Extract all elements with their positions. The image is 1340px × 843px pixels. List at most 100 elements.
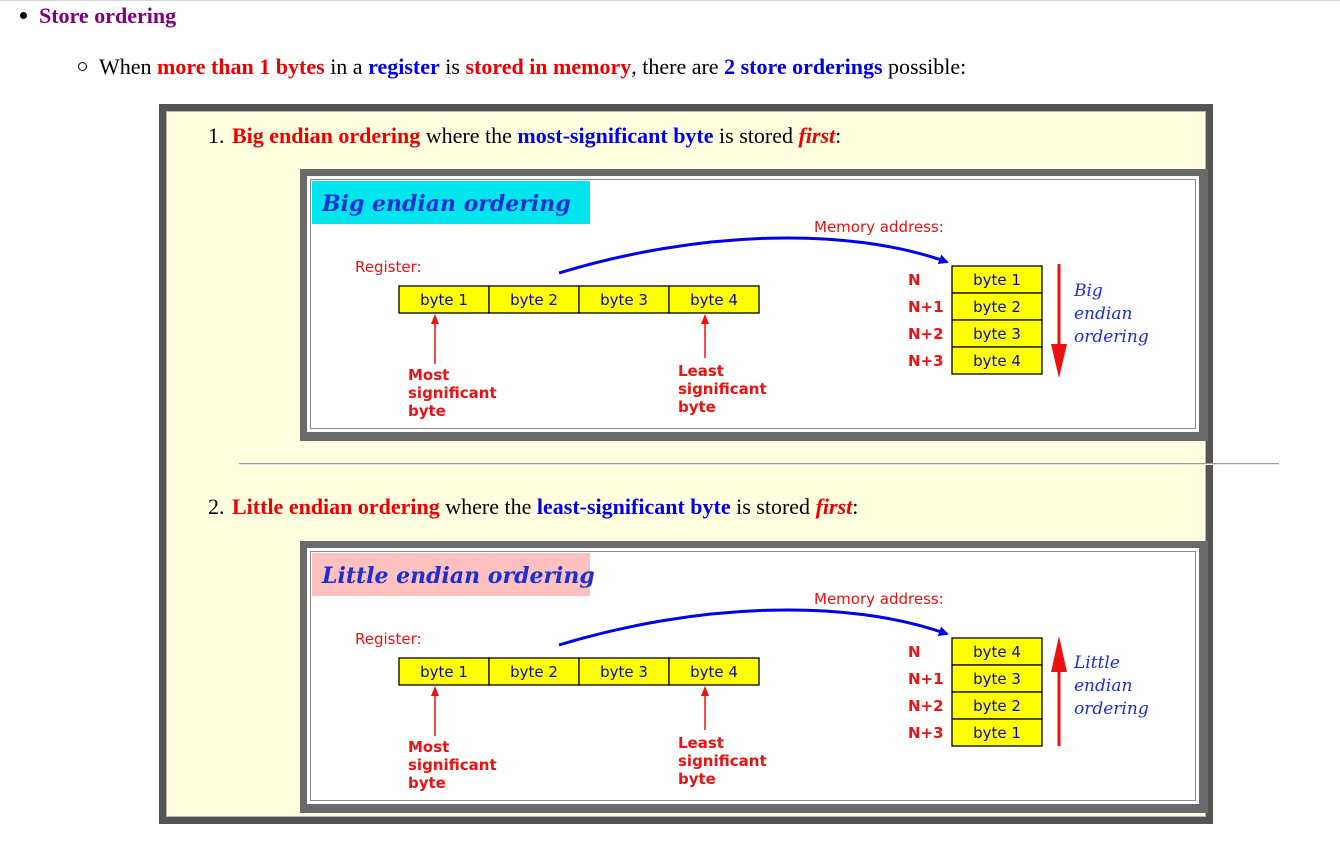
item-number: 1. bbox=[208, 123, 225, 148]
bullet-dot bbox=[20, 12, 27, 19]
register-byte: byte 2 bbox=[510, 291, 558, 309]
memory-cell bbox=[951, 664, 1043, 693]
item-name: Little endian ordering bbox=[232, 494, 440, 519]
section-divider bbox=[239, 463, 1279, 465]
register-byte: byte 2 bbox=[510, 663, 558, 681]
register-byte: byte 4 bbox=[690, 291, 738, 309]
memory-address: N bbox=[908, 643, 921, 661]
memory-cell bbox=[951, 319, 1043, 348]
ordering-label-line: ordering bbox=[1074, 327, 1149, 347]
lsb-label-line: significant bbox=[678, 752, 767, 770]
order-arrowhead bbox=[1051, 636, 1067, 672]
intro-text-4: , there are bbox=[631, 54, 725, 79]
store-arrow bbox=[558, 236, 949, 275]
intro-emphasis-orderings: 2 store orderings bbox=[724, 54, 883, 79]
register-cell bbox=[668, 657, 760, 686]
diagram-title: Little endian ordering bbox=[321, 563, 595, 589]
memory-address-label: Memory address: bbox=[814, 218, 944, 236]
item-first: first bbox=[815, 494, 853, 519]
intro-text-3: is bbox=[439, 54, 466, 79]
memory-byte: byte 2 bbox=[973, 697, 1021, 715]
memory-address: N bbox=[908, 271, 921, 289]
register-byte: byte 3 bbox=[600, 663, 648, 681]
msb-label-line: Most bbox=[408, 738, 449, 756]
item-significant: most-significant byte bbox=[517, 123, 714, 148]
register-cell bbox=[578, 657, 670, 686]
circle-bullet bbox=[78, 62, 87, 71]
item-colon: : bbox=[835, 123, 842, 148]
memory-address: N+3 bbox=[908, 352, 944, 370]
orderings-box-inner: 1. Big endian ordering where the most-sig… bbox=[166, 111, 1279, 817]
memory-address: N+2 bbox=[908, 325, 944, 343]
ordering-item-little-endian: 2.Little endian ordering where the least… bbox=[208, 493, 858, 521]
ordering-label-line: endian bbox=[1074, 676, 1132, 696]
memory-address-label: Memory address: bbox=[814, 590, 944, 608]
msb-arrowhead bbox=[431, 686, 439, 696]
diagram-title: Big endian ordering bbox=[321, 191, 571, 217]
memory-byte: byte 4 bbox=[973, 643, 1021, 661]
lsb-label-line: significant bbox=[678, 380, 767, 398]
lsb-label-line: byte bbox=[678, 398, 716, 416]
msb-label-line: byte bbox=[408, 774, 446, 792]
top-rule bbox=[0, 0, 1340, 1]
register-cell bbox=[488, 285, 580, 314]
ordering-label-line: Big bbox=[1073, 281, 1103, 301]
memory-address: N+1 bbox=[908, 298, 944, 316]
register-byte: byte 1 bbox=[420, 291, 468, 309]
orderings-box: 1. Big endian ordering where the most-sig… bbox=[159, 104, 1279, 824]
order-arrowhead bbox=[1051, 344, 1067, 378]
lsb-label-line: Least bbox=[678, 362, 724, 380]
intro-text-5: possible: bbox=[882, 54, 967, 79]
lsb-label-line: byte bbox=[678, 770, 716, 788]
msb-label-line: Most bbox=[408, 366, 449, 384]
diagram-title-band bbox=[312, 553, 590, 596]
item-name: Big endian ordering bbox=[232, 123, 421, 148]
memory-byte: byte 3 bbox=[973, 325, 1021, 343]
intro-emphasis-bytes: more than 1 bytes bbox=[157, 54, 325, 79]
memory-cell bbox=[951, 718, 1043, 747]
memory-address: N+3 bbox=[908, 724, 944, 742]
item-text: is stored bbox=[730, 494, 816, 519]
register-byte: byte 4 bbox=[690, 663, 738, 681]
item-text: where the bbox=[420, 123, 518, 148]
memory-cell bbox=[951, 265, 1043, 294]
register-cell bbox=[398, 285, 490, 314]
diagram-title-band bbox=[312, 181, 590, 224]
section-heading: Store ordering bbox=[39, 3, 177, 28]
intro-emphasis-register: register bbox=[368, 54, 440, 79]
item-significant: least-significant byte bbox=[536, 494, 731, 519]
memory-byte: byte 1 bbox=[973, 724, 1021, 742]
item-colon: : bbox=[852, 494, 859, 519]
memory-address: N+2 bbox=[908, 697, 944, 715]
store-arrow bbox=[558, 608, 949, 647]
register-cell bbox=[578, 285, 670, 314]
ordering-item-big-endian: 1. Big endian ordering where the most-sig… bbox=[208, 122, 841, 150]
memory-cell bbox=[951, 346, 1043, 375]
msb-label-line: significant bbox=[408, 384, 497, 402]
intro-emphasis-stored: stored in memory bbox=[465, 54, 632, 79]
register-label: Register: bbox=[355, 630, 422, 648]
register-byte: byte 1 bbox=[420, 663, 468, 681]
memory-address: N+1 bbox=[908, 670, 944, 688]
item-text: is stored bbox=[713, 123, 799, 148]
memory-byte: byte 4 bbox=[973, 352, 1021, 370]
ordering-label-line: endian bbox=[1074, 304, 1132, 324]
item-first: first bbox=[798, 123, 836, 148]
lsb-label-line: Least bbox=[678, 734, 724, 752]
register-byte: byte 3 bbox=[600, 291, 648, 309]
item-text: where the bbox=[439, 494, 537, 519]
register-cell bbox=[488, 657, 580, 686]
intro-sentence: When more than 1 bytes in a register is … bbox=[99, 53, 966, 81]
ordering-label-line: ordering bbox=[1074, 699, 1149, 719]
lsb-arrowhead bbox=[701, 314, 709, 324]
msb-label-line: byte bbox=[408, 402, 446, 420]
register-label: Register: bbox=[355, 258, 422, 276]
memory-byte: byte 3 bbox=[973, 670, 1021, 688]
lsb-arrowhead bbox=[701, 686, 709, 696]
intro-text-1: When bbox=[99, 54, 158, 79]
memory-byte: byte 1 bbox=[973, 271, 1021, 289]
msb-label-line: significant bbox=[408, 756, 497, 774]
msb-arrowhead bbox=[431, 314, 439, 324]
